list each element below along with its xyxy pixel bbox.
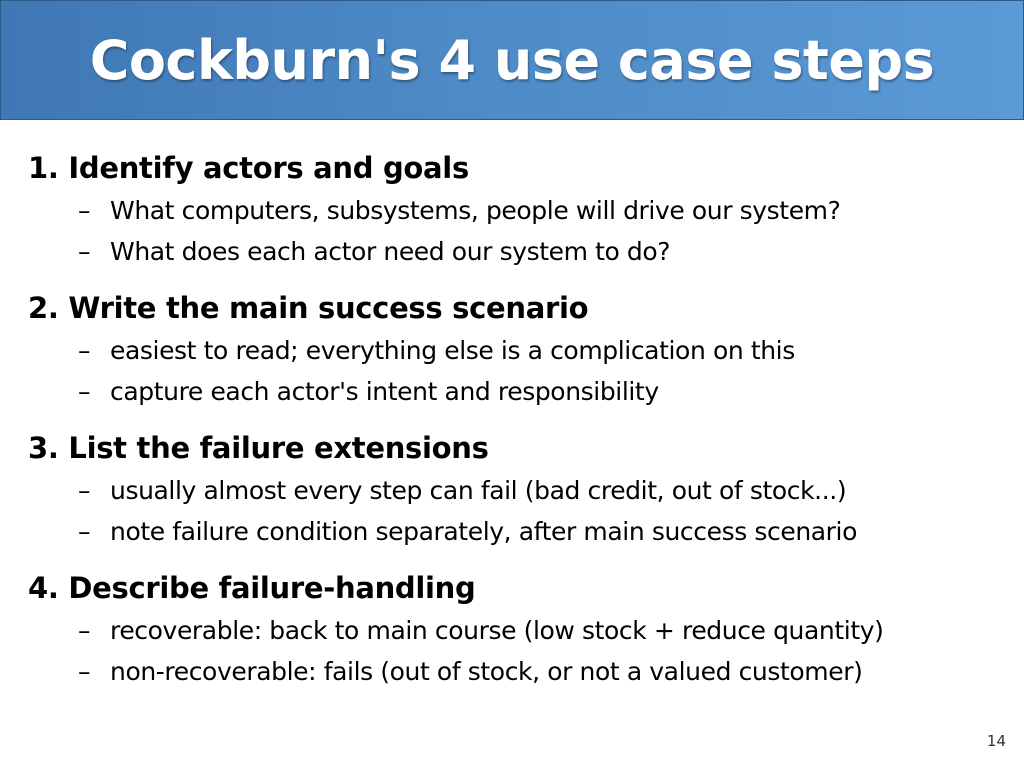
list-item-text: non-recoverable: fails (out of stock, or…: [110, 657, 863, 686]
page-number: 14: [986, 732, 1006, 750]
dash-bullet-icon: –: [78, 476, 91, 505]
list-item: – easiest to read; everything else is a …: [28, 330, 1008, 371]
dash-bullet-icon: –: [78, 657, 91, 686]
list-item-text: usually almost every step can fail (bad …: [110, 476, 847, 505]
step-4: 4. Describe failure-handling – recoverab…: [28, 566, 1008, 692]
list-item: – recoverable: back to main course (low …: [28, 610, 1008, 651]
list-item: – What computers, subsystems, people wil…: [28, 190, 1008, 231]
list-item-text: note failure condition separately, after…: [110, 517, 858, 546]
list-item: – note failure condition separately, aft…: [28, 511, 1008, 552]
sub-list: – recoverable: back to main course (low …: [28, 610, 1008, 692]
step-1: 1. Identify actors and goals – What comp…: [28, 146, 1008, 272]
dash-bullet-icon: –: [78, 616, 91, 645]
step-heading: 1. Identify actors and goals: [28, 151, 469, 185]
dash-bullet-icon: –: [78, 377, 91, 406]
step-heading: 4. Describe failure-handling: [28, 571, 476, 605]
list-item: – What does each actor need our system t…: [28, 231, 1008, 272]
list-item: – non-recoverable: fails (out of stock, …: [28, 651, 1008, 692]
step-2: 2. Write the main success scenario – eas…: [28, 286, 1008, 412]
step-3: 3. List the failure extensions – usually…: [28, 426, 1008, 552]
list-item-text: capture each actor's intent and responsi…: [110, 377, 659, 406]
list-item-text: What computers, subsystems, people will …: [110, 196, 841, 225]
sub-list: – usually almost every step can fail (ba…: [28, 470, 1008, 552]
dash-bullet-icon: –: [78, 517, 91, 546]
dash-bullet-icon: –: [78, 336, 91, 365]
list-item-text: recoverable: back to main course (low st…: [110, 616, 884, 645]
title-bar: Cockburn's 4 use case steps: [0, 0, 1024, 120]
slide-content: 1. Identify actors and goals – What comp…: [28, 146, 1008, 706]
list-item-text: easiest to read; everything else is a co…: [110, 336, 795, 365]
sub-list: – easiest to read; everything else is a …: [28, 330, 1008, 412]
step-heading: 2. Write the main success scenario: [28, 291, 589, 325]
list-item-text: What does each actor need our system to …: [110, 237, 671, 266]
list-item: – capture each actor's intent and respon…: [28, 371, 1008, 412]
slide-title: Cockburn's 4 use case steps: [89, 28, 935, 92]
dash-bullet-icon: –: [78, 237, 91, 266]
dash-bullet-icon: –: [78, 196, 91, 225]
step-heading: 3. List the failure extensions: [28, 431, 489, 465]
list-item: – usually almost every step can fail (ba…: [28, 470, 1008, 511]
sub-list: – What computers, subsystems, people wil…: [28, 190, 1008, 272]
